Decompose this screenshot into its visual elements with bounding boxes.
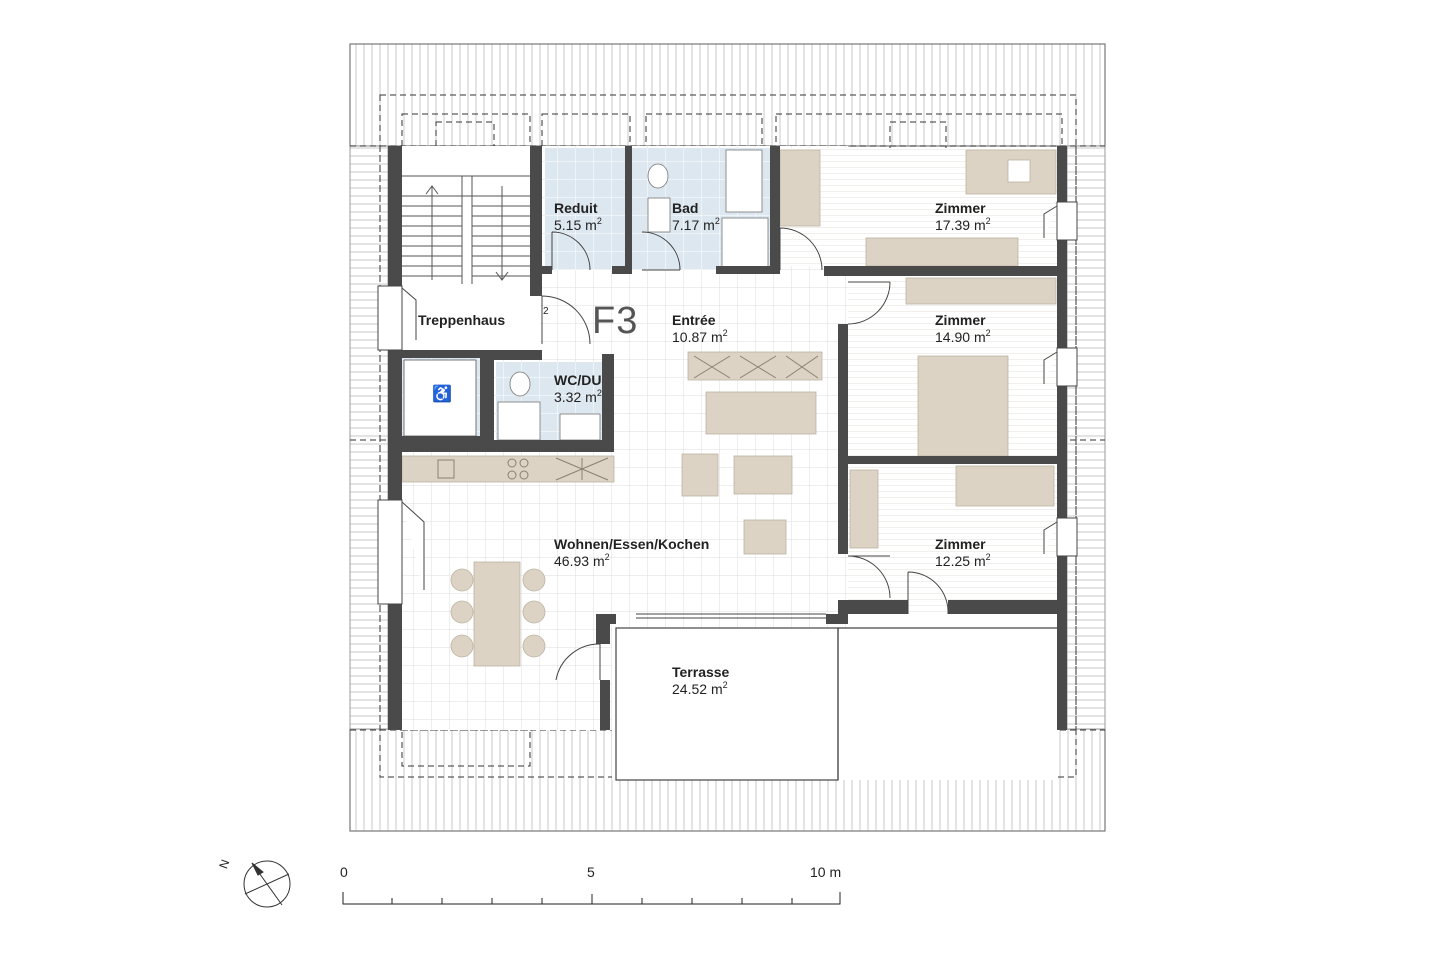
- scale-tick-5: 5: [587, 864, 595, 880]
- staircase: [402, 175, 532, 284]
- dining-chair: [450, 634, 474, 658]
- wall-zimmer1-south: [824, 266, 1067, 276]
- kitchen-details: [437, 355, 819, 481]
- door-swings: [541, 227, 949, 681]
- wall-wc-north: [480, 350, 542, 360]
- roof-west: [349, 145, 389, 730]
- bed-zimmer-3: [955, 465, 1055, 507]
- wall-zimmer3-south-a: [838, 600, 908, 614]
- wardrobe-zimmer-1: [779, 149, 821, 227]
- sink-wcdu: [559, 413, 601, 441]
- wall-terrasse-north-a: [596, 614, 616, 624]
- scale-bar: [342, 892, 841, 905]
- wall-east-3: [1057, 386, 1067, 518]
- chair-zimmer-1: [1007, 159, 1031, 183]
- floor-terrasse: [612, 628, 1058, 780]
- north-arrow: [243, 860, 291, 908]
- wall-stair-east: [530, 146, 542, 296]
- wall-bad-south-b: [716, 266, 780, 274]
- armchair-1: [681, 453, 719, 497]
- shower-bad: [721, 217, 769, 269]
- wall-zimmer3-south-b: [948, 600, 1067, 614]
- sink-bad: [647, 197, 671, 233]
- wardrobe-zimmer-3: [849, 469, 879, 549]
- wall-zimmer2-west: [838, 324, 848, 554]
- kitchen-counter: [401, 455, 615, 483]
- room-label-treppenhaus: Treppenhaus: [418, 312, 506, 328]
- floor-treppenhaus: [402, 146, 540, 352]
- wall-bad-south-a: [612, 266, 632, 274]
- sofa: [705, 391, 817, 435]
- sideboard: [687, 351, 823, 381]
- wall-zimmer2-south: [848, 456, 1067, 464]
- bed-zimmer-2: [917, 355, 1009, 457]
- room-label-bad: Bad 7.17 m2: [672, 200, 720, 233]
- windows: [377, 201, 1078, 605]
- floor-reduit: [545, 148, 625, 270]
- dining-chair: [450, 600, 474, 624]
- stair-step-number: 2: [543, 306, 549, 317]
- wall-terrasse-west-low: [600, 680, 610, 730]
- room-label-zimmer-2: Zimmer 14.90 m2: [935, 312, 991, 345]
- wall-shower-east: [402, 436, 494, 444]
- dining-chair: [522, 600, 546, 624]
- roof-east: [1066, 145, 1106, 730]
- wall-bad-east: [770, 146, 780, 274]
- shower-wcdu: [497, 401, 541, 441]
- walls: [388, 146, 1067, 730]
- bathtub: [725, 149, 763, 213]
- wall-east-1: [1057, 146, 1067, 202]
- dining-table: [473, 561, 521, 667]
- terrasse-outline: [615, 613, 1057, 781]
- wall-east-4: [1057, 556, 1067, 730]
- wall-wc-east: [602, 354, 614, 452]
- coffee-table: [743, 519, 787, 555]
- wall-west-mid: [388, 350, 402, 500]
- scale-tick-10: 10 m: [810, 864, 842, 880]
- dining-chair: [450, 568, 474, 592]
- wall-east-2: [1057, 240, 1067, 348]
- room-label-reduit: Reduit 5.15 m2: [554, 200, 602, 233]
- room-label-zimmer-1: Zimmer 17.39 m2: [935, 200, 991, 233]
- wall-west-lower: [388, 604, 402, 730]
- room-label-wcdu: WC/DU 3.32 m2: [554, 372, 602, 405]
- room-label-entree: Entrée 10.87 m2: [672, 312, 728, 345]
- room-label-zimmer-3: Zimmer 12.25 m2: [935, 536, 991, 569]
- bed-zimmer-1: [865, 237, 1019, 267]
- wall-reduit-south: [542, 266, 552, 274]
- room-label-wohnen: Wohnen/Essen/Kochen 46.93 m2: [554, 536, 710, 569]
- unit-code: F3: [592, 300, 639, 342]
- toilet-bad: [647, 163, 669, 189]
- dining-chair: [522, 634, 546, 658]
- wall-west-upper: [388, 146, 402, 286]
- wardrobe-zimmer-2: [905, 277, 1057, 305]
- scale-tick-0: 0: [340, 864, 348, 880]
- dining-chair: [522, 568, 546, 592]
- armchair-2: [733, 455, 793, 495]
- toilet-wcdu: [509, 371, 531, 397]
- wall-terrasse-north-b: [826, 614, 848, 624]
- wall-reduit-east: [625, 146, 632, 270]
- wall-wc-west: [480, 350, 494, 444]
- accessibility-icon: ♿: [432, 386, 452, 403]
- room-label-terrasse: Terrasse 24.52 m2: [672, 664, 730, 697]
- elevator: [403, 359, 477, 437]
- wall-stair-south: [402, 350, 542, 358]
